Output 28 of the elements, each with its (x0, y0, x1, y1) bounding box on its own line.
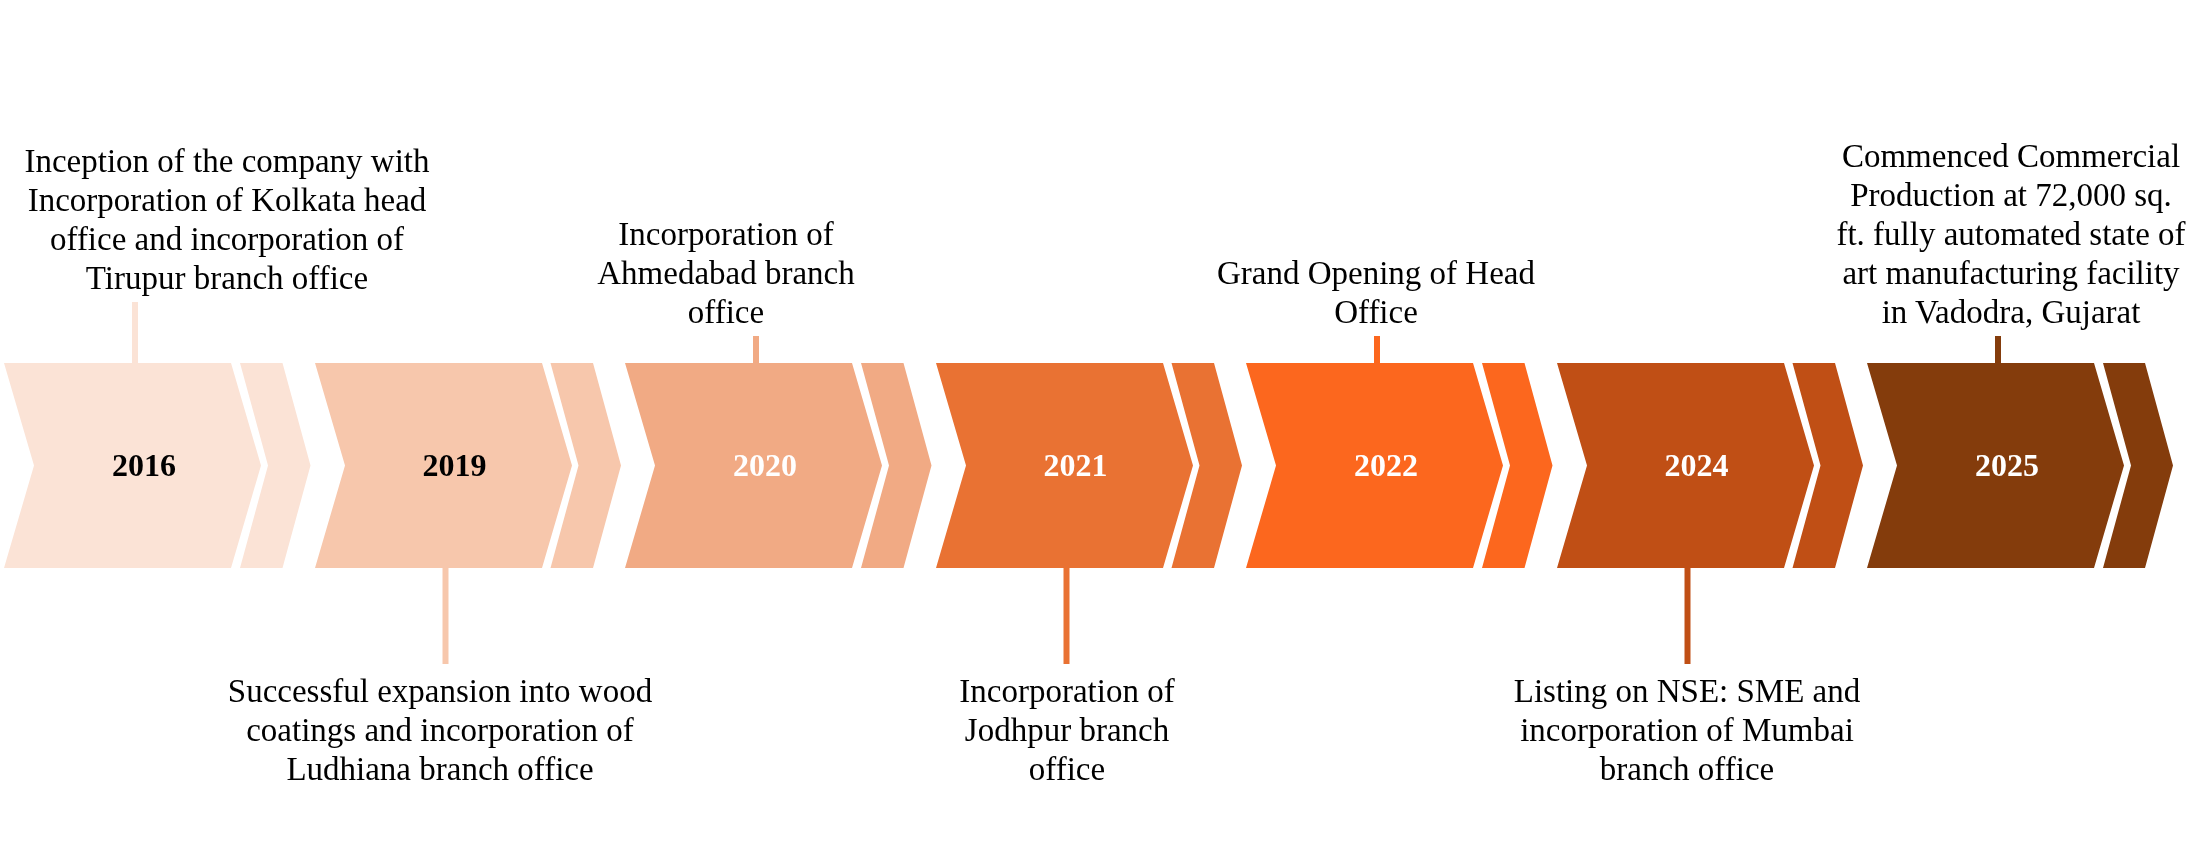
year-label: 2019 (422, 447, 487, 484)
chevron-arrow (861, 363, 932, 568)
year-label: 2024 (1664, 447, 1729, 484)
event-description: Inception of the company with Incorporation of Kolkata head office and incorporation of Tirupur branch office (2, 142, 452, 298)
year-label: 2021 (1043, 447, 1108, 484)
connector-line (132, 302, 138, 363)
year-label: 2022 (1354, 447, 1418, 484)
connector-line (1684, 568, 1691, 664)
connector-line (1063, 568, 1070, 664)
connector-line (442, 568, 449, 664)
event-description: Listing on NSE: SME and incorporation of Mumbai branch office (1497, 672, 1877, 789)
year-label: 2016 (112, 447, 176, 484)
event-description: Incorporation of Ahmedabad branch office (576, 215, 876, 332)
event-description: Grand Opening of Head Office (1196, 254, 1556, 332)
year-label: 2020 (733, 447, 797, 484)
chevron-arrow (240, 363, 311, 568)
chevron-arrow (550, 363, 621, 568)
connector-line (753, 336, 759, 363)
chevron-arrow (2103, 363, 2173, 568)
event-description: Successful expansion into wood coatings and incorporation of Ludhiana branch office (220, 672, 660, 789)
event-description: Commenced Commercial Production at 72,000 sq. ft. fully automated state of art manufacturing facility in Vadodra, Gujarat (1836, 137, 2186, 332)
chevron-arrow (1171, 363, 1242, 568)
chevron-arrow (1792, 363, 1863, 568)
year-label: 2025 (1975, 447, 2039, 484)
event-description: Incorporation of Jodhpur branch office (947, 672, 1187, 789)
connector-line (1995, 336, 2001, 363)
chevron-arrow (1482, 363, 1553, 568)
connector-line (1374, 336, 1380, 363)
